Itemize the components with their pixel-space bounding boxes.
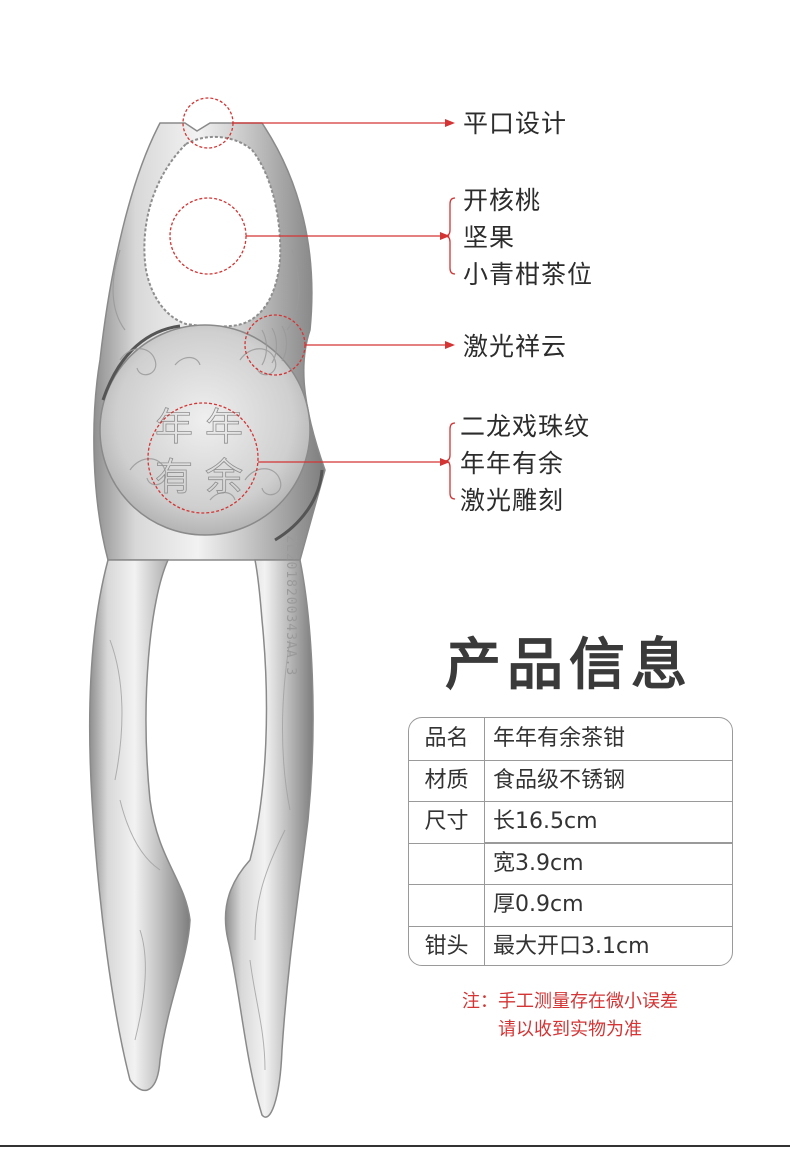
engraved-serial: ZL2018200343AA.3 xyxy=(283,535,298,676)
info-key: 钳头 xyxy=(409,925,485,965)
arrow-opening xyxy=(440,232,450,240)
joint-seam xyxy=(101,324,181,401)
callout-crack: 开核桃 坚果 小青柑茶位 xyxy=(463,182,593,293)
engraved-char-1: 年 xyxy=(155,405,193,449)
right-handle xyxy=(224,559,314,1118)
info-title: 产品信息 xyxy=(445,633,693,698)
info-value: 最大开口3.1cm xyxy=(493,933,650,959)
info-row: 钳头 最大开口3.1cm xyxy=(409,925,732,965)
arrow-tip xyxy=(445,119,455,127)
engraved-char-4: 余 xyxy=(205,455,243,499)
info-row: 厚0.9cm xyxy=(409,884,732,927)
info-table: 品名 年年有余茶钳 材质 食品级不锈钢 尺寸 长16.5cm 宽3.9cm 厚0… xyxy=(408,717,733,966)
callout-engraving-line-1: 二龙戏珠纹 xyxy=(460,412,591,441)
callout-flat-tip-text: 平口设计 xyxy=(463,109,568,138)
info-row: 尺寸 长16.5cm xyxy=(409,801,732,844)
callout-engraving-line-2: 年年有余 xyxy=(460,449,565,478)
info-key: 尺寸 xyxy=(409,801,485,843)
callout-flat-tip: 平口设计 xyxy=(463,105,567,142)
engraved-char-2: 年 xyxy=(205,405,243,449)
cloud-engraving xyxy=(112,249,300,501)
info-value: 宽3.9cm xyxy=(485,841,732,885)
callout-crack-line-1: 开核桃 xyxy=(463,186,542,215)
info-key: 材质 xyxy=(409,759,485,801)
info-key xyxy=(409,842,485,884)
measurement-note-1: 注：手工测量存在微小误差 xyxy=(462,991,678,1012)
info-row: 宽3.9cm xyxy=(409,841,732,885)
info-key xyxy=(409,884,485,926)
arrow-engraving xyxy=(440,458,450,466)
joint-disc xyxy=(99,324,311,536)
callout-crack-line-2: 坚果 xyxy=(463,223,516,252)
callout-cloud: 激光祥云 xyxy=(463,328,567,365)
jaw-opening xyxy=(143,135,282,328)
info-value: 长16.5cm xyxy=(493,809,598,834)
measurement-note-2: 请以收到实物为准 xyxy=(498,1019,642,1040)
engraved-char-3: 有 xyxy=(155,455,193,499)
callout-crack-line-3: 小青柑茶位 xyxy=(463,260,594,289)
joint-seam-lower xyxy=(274,469,324,542)
callout-engraving-line-3: 激光雕刻 xyxy=(460,486,565,515)
info-row: 材质 食品级不锈钢 xyxy=(409,759,732,802)
handle-engraving xyxy=(109,639,291,1071)
info-row: 品名 年年有余茶钳 xyxy=(409,718,732,761)
info-value: 厚0.9cm xyxy=(493,892,584,917)
callout-engraving: 二龙戏珠纹 年年有余 激光雕刻 xyxy=(460,408,590,519)
info-value: 食品级不锈钢 xyxy=(493,767,626,793)
info-value: 年年有余茶钳 xyxy=(493,726,626,751)
arrow-cloud xyxy=(445,341,455,349)
callout-cloud-text: 激光祥云 xyxy=(463,332,568,361)
info-key: 品名 xyxy=(409,718,485,760)
left-handle xyxy=(88,559,191,1092)
callout-circle-engraving xyxy=(147,402,259,514)
